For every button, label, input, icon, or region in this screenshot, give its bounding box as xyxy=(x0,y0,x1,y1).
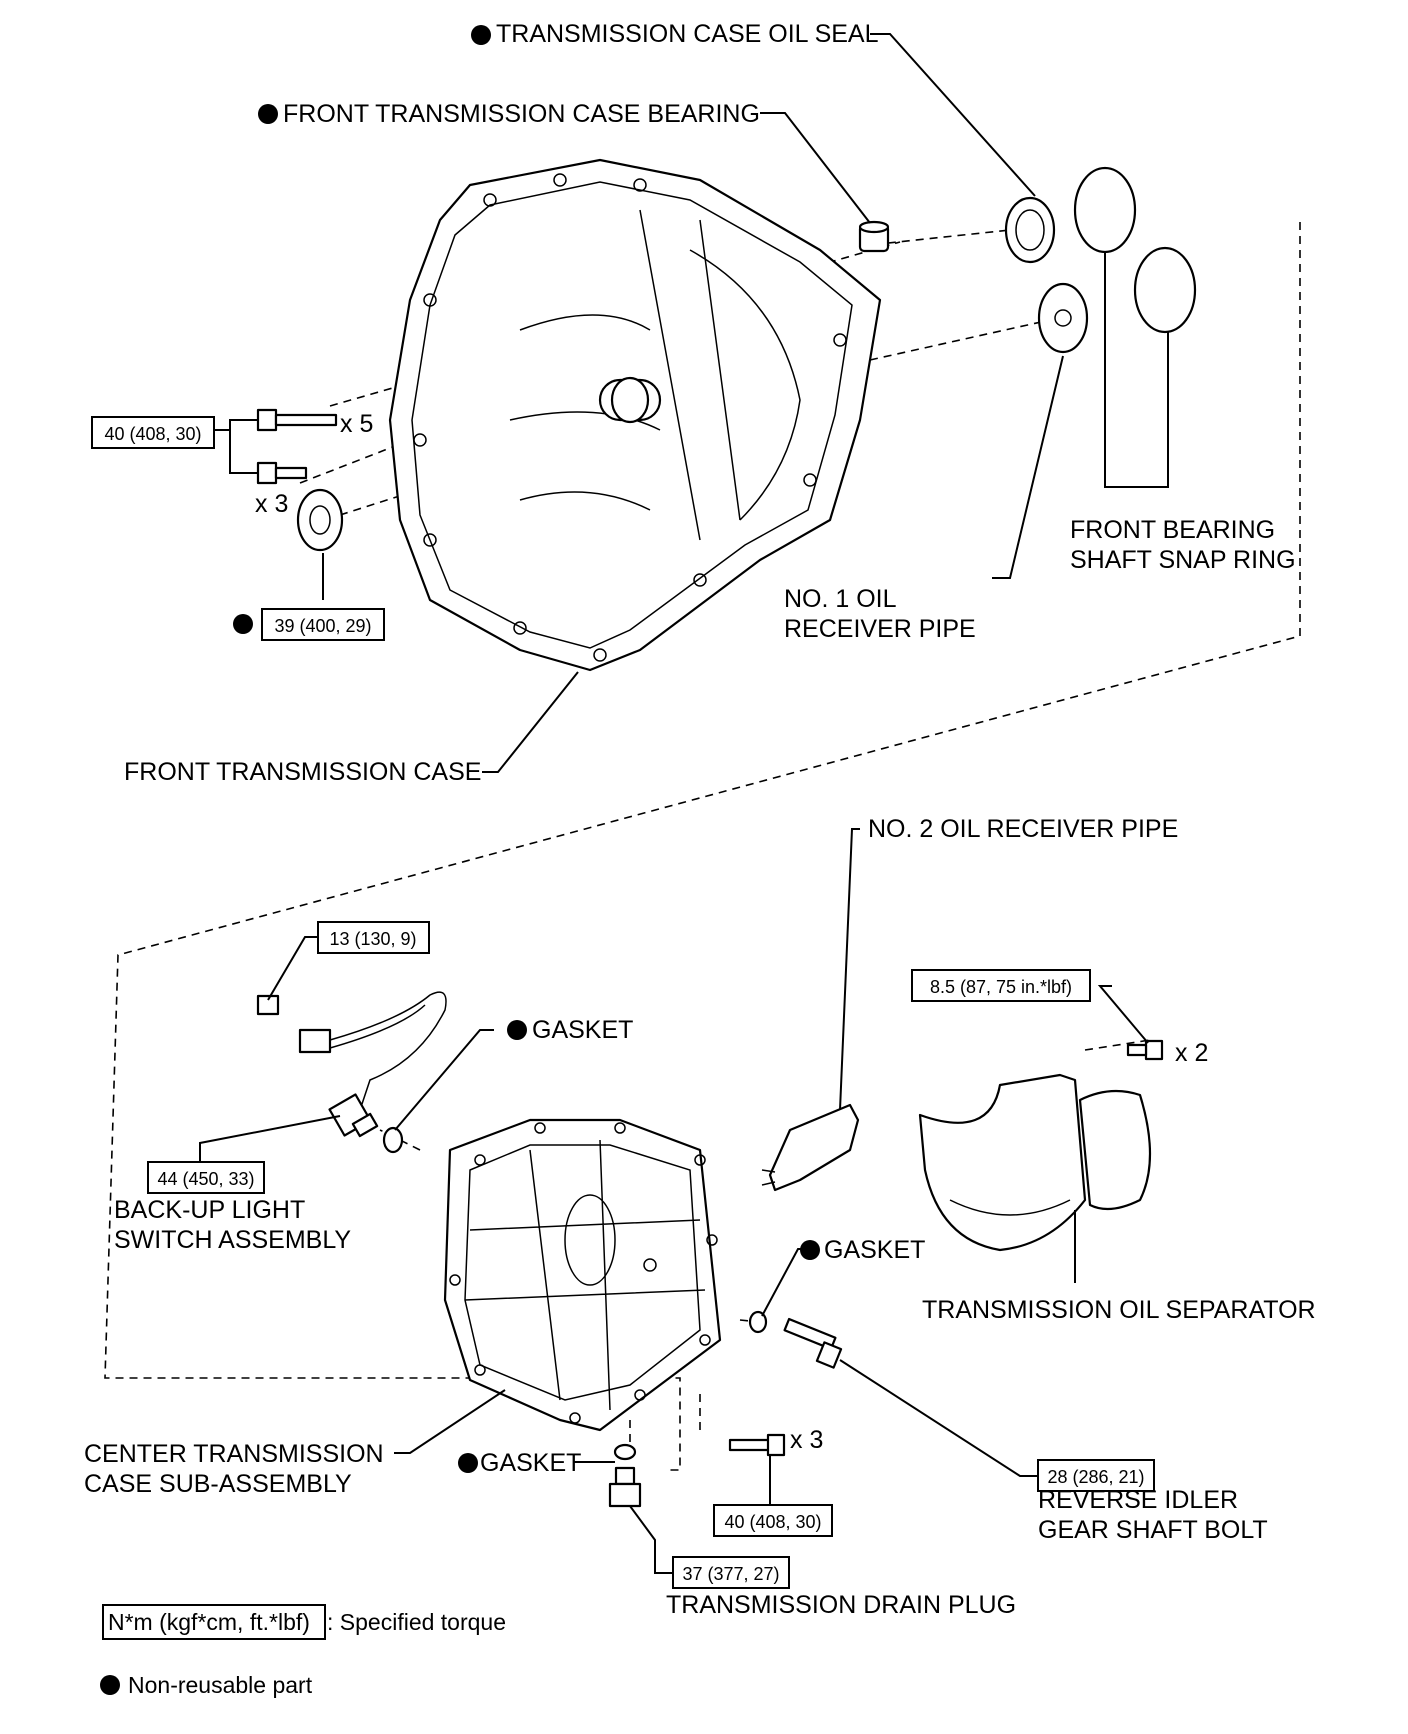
torque-values: 40 (408, 30) 39 (400, 29) 13 (130, 9) 44… xyxy=(104,424,1144,1584)
label-center-case-line1: CENTER TRANSMISSION xyxy=(84,1440,384,1468)
label-snap-ring-line1: FRONT BEARING xyxy=(1070,516,1275,544)
torque-switch-bolt: 13 (130, 9) xyxy=(329,929,416,949)
label-backup-line1: BACK-UP LIGHT xyxy=(114,1196,305,1224)
oil-separator-part xyxy=(918,1073,1152,1252)
non-reusable-bullets xyxy=(100,25,820,1695)
label-qty-center-x3: x 3 xyxy=(790,1426,823,1454)
drain-plug-part xyxy=(608,1466,642,1508)
torque-separator-bolt: 8.5 (87, 75 in.*lbf) xyxy=(930,977,1072,997)
front-transmission-case-drawing xyxy=(388,158,882,672)
label-qty-separator-x2: x 2 xyxy=(1175,1039,1208,1067)
torque-drain-plug: 37 (377, 27) xyxy=(682,1564,779,1584)
no1-oil-receiver-pipe-part xyxy=(1037,282,1089,354)
label-gasket-switch: GASKET xyxy=(532,1016,633,1044)
label-oil-seal: TRANSMISSION CASE OIL SEAL xyxy=(496,20,879,48)
label-no1-pipe-line1: NO. 1 OIL xyxy=(784,585,897,613)
torque-backup-switch: 44 (450, 33) xyxy=(157,1169,254,1189)
legend-torque-desc: : Specified torque xyxy=(327,1609,506,1635)
separator-bolt-part xyxy=(1126,1039,1164,1061)
center-case-drawing xyxy=(443,1118,722,1432)
torque-center-bolts: 40 (408, 30) xyxy=(724,1512,821,1532)
label-qty-front-x5: x 5 xyxy=(340,410,373,438)
torque-front-bolts: 40 (408, 30) xyxy=(104,424,201,444)
label-center-case-line2: CASE SUB-ASSEMBLY xyxy=(84,1470,352,1498)
label-no1-pipe-line2: RECEIVER PIPE xyxy=(784,615,976,643)
label-gasket-drain: GASKET xyxy=(480,1449,581,1477)
center-bolts-part xyxy=(728,1433,786,1457)
label-reverse-bolt-line1: REVERSE IDLER xyxy=(1038,1486,1238,1514)
front-seal-part xyxy=(296,488,344,552)
label-gasket-bolt: GASKET xyxy=(824,1236,925,1264)
label-front-case: FRONT TRANSMISSION CASE xyxy=(124,758,481,786)
label-backup-line2: SWITCH ASSEMBLY xyxy=(114,1226,351,1254)
reverse-bolt-part xyxy=(783,1317,843,1369)
leader-lines xyxy=(199,33,1169,1574)
torque-reverse-bolt: 28 (286, 21) xyxy=(1047,1467,1144,1487)
backup-switch-part xyxy=(256,991,447,1138)
oil-seal-part xyxy=(1004,196,1056,264)
label-reverse-bolt-line2: GEAR SHAFT BOLT xyxy=(1038,1516,1268,1544)
snap-ring-parts xyxy=(1073,166,1197,334)
torque-boxes xyxy=(91,416,1155,1640)
label-oil-separator: TRANSMISSION OIL SEPARATOR xyxy=(922,1296,1316,1324)
label-qty-front-x3: x 3 xyxy=(255,490,288,518)
gasket-parts xyxy=(382,1126,768,1461)
label-no2-pipe: NO. 2 OIL RECEIVER PIPE xyxy=(868,815,1178,843)
label-front-case-bearing: FRONT TRANSMISSION CASE BEARING xyxy=(283,100,760,128)
no2-oil-receiver-pipe-part xyxy=(761,1103,860,1192)
front-case-bearing-part xyxy=(858,220,890,253)
torque-front-seal: 39 (400, 29) xyxy=(274,616,371,636)
legend: N*m (kgf*cm, ft.*lbf) : Specified torque… xyxy=(108,1609,506,1698)
legend-torque-unit: N*m (kgf*cm, ft.*lbf) xyxy=(108,1609,310,1635)
part-labels: TRANSMISSION CASE OIL SEAL FRONT TRANSMI… xyxy=(84,20,1316,1619)
front-bolts-part xyxy=(256,408,338,485)
label-snap-ring-line2: SHAFT SNAP RING xyxy=(1070,546,1296,574)
label-drain-plug: TRANSMISSION DRAIN PLUG xyxy=(666,1591,1016,1619)
legend-non-reusable: Non-reusable part xyxy=(128,1672,313,1698)
